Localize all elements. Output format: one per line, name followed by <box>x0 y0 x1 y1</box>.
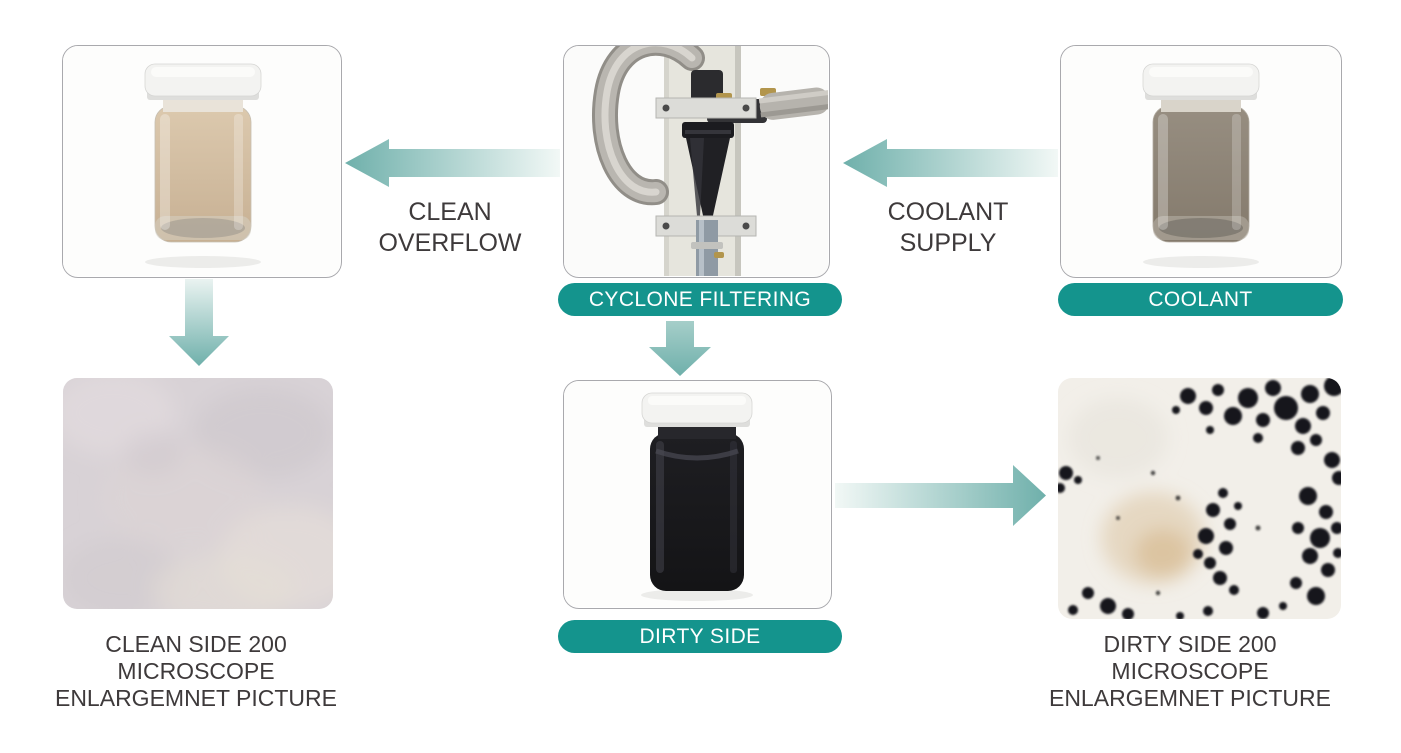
arrow-left-icon <box>841 138 1058 188</box>
coolant-jar-box <box>1060 45 1342 278</box>
clean-overflow-label: CLEAN OVERFLOW <box>350 197 550 259</box>
clean-microscope-caption-line1: CLEAN SIDE 200 <box>105 631 287 657</box>
cyclone-filter-box <box>563 45 830 278</box>
arrow-right-icon <box>835 464 1047 527</box>
clean-overflow-label-line2: OVERFLOW <box>378 229 522 257</box>
coolant-sample-jar-photo <box>1061 46 1340 276</box>
clean-microscope-caption-line2: MICROSCOPE <box>117 658 275 684</box>
clean-overflow-label-line1: CLEAN <box>408 198 492 226</box>
dirty-side-jar-photo <box>564 381 830 607</box>
dirty-side-microscope-photo <box>1058 378 1341 619</box>
dirty-microscope-caption-line1: DIRTY SIDE 200 <box>1103 631 1277 657</box>
clean-side-microscope-picture <box>63 378 333 609</box>
arrow-left-icon <box>343 138 560 188</box>
arrow-down-icon <box>168 279 230 367</box>
coolant-supply-label: COOLANT SUPPLY <box>848 197 1048 259</box>
dirty-microscope-caption-line3: ENLARGEMNET PICTURE <box>1048 685 1331 711</box>
coolant-badge: COOLANT <box>1058 283 1343 316</box>
dirty-side-jar-box <box>563 380 832 609</box>
cyclone-filter-unit-photo <box>564 46 828 276</box>
coolant-supply-label-line1: COOLANT <box>887 198 1009 226</box>
clean-overflow-jar-box <box>62 45 342 278</box>
cyclone-filtering-badge: CYCLONE FILTERING <box>558 283 842 316</box>
coolant-supply-label-line2: SUPPLY <box>899 229 997 257</box>
arrow-down-icon <box>648 321 712 377</box>
clean-overflow-jar-photo <box>63 46 340 276</box>
dirty-side-microscope-picture <box>1058 378 1341 619</box>
clean-microscope-caption-line3: ENLARGEMNET PICTURE <box>54 685 337 711</box>
dirty-microscope-caption-line2: MICROSCOPE <box>1111 658 1269 684</box>
dirty-side-badge: DIRTY SIDE <box>558 620 842 653</box>
dirty-microscope-caption: DIRTY SIDE 200 MICROSCOPE ENLARGEMNET PI… <box>1040 631 1340 712</box>
clean-microscope-caption: CLEAN SIDE 200 MICROSCOPE ENLARGEMNET PI… <box>46 631 346 712</box>
clean-side-microscope-photo <box>63 378 333 609</box>
